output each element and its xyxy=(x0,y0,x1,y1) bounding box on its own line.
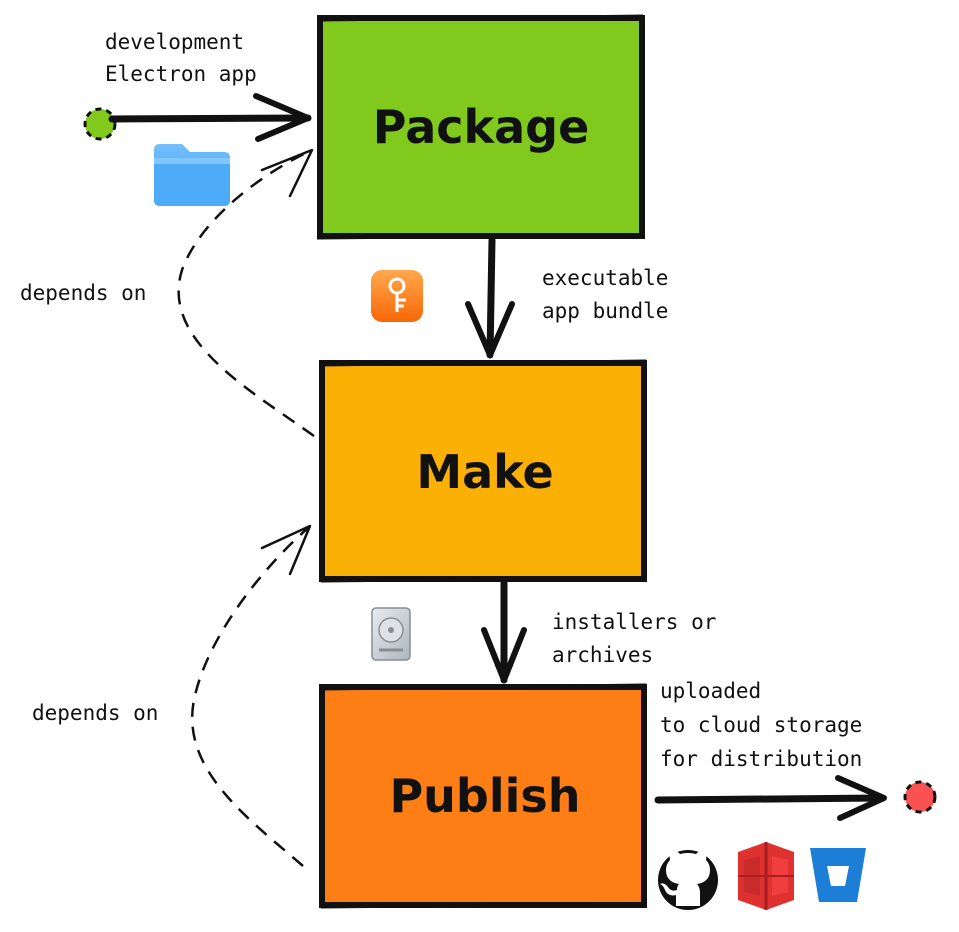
input-label-line2: Electron app xyxy=(105,62,257,86)
package-box[interactable]: Package xyxy=(316,14,645,240)
input-start-dot xyxy=(85,109,115,139)
package-label: Package xyxy=(373,100,590,154)
output-end-dot xyxy=(905,782,935,812)
input-arrow xyxy=(83,93,312,142)
publish-label: Publish xyxy=(389,769,580,823)
input-label-line1: development xyxy=(105,30,244,54)
dependency-make-package xyxy=(177,148,315,438)
depends-on-label-2: depends on xyxy=(32,701,158,725)
bundle-label-line1: executable xyxy=(542,266,668,290)
installers-label-line1: installers or xyxy=(552,610,716,634)
make-label: Make xyxy=(416,445,553,499)
output-label-line3: for distribution xyxy=(660,747,862,771)
aws-s3-icon xyxy=(738,842,794,910)
package-to-make-arrow xyxy=(465,236,515,359)
make-box[interactable]: Make xyxy=(319,359,647,583)
output-label-line1: uploaded xyxy=(660,679,761,703)
folder-icon xyxy=(154,144,230,206)
output-arrow xyxy=(654,775,937,821)
dependency-publish-make xyxy=(191,524,312,867)
depends-on-label-1: depends on xyxy=(20,281,146,305)
app-bundle-icon xyxy=(371,270,423,322)
publish-box[interactable]: Publish xyxy=(319,683,647,909)
make-to-publish-arrow xyxy=(481,579,527,684)
hard-drive-icon xyxy=(371,607,411,661)
bitbucket-icon xyxy=(810,848,866,902)
github-icon xyxy=(658,850,718,910)
output-label-line2: to cloud storage xyxy=(660,713,862,737)
bundle-label-line2: app bundle xyxy=(542,299,668,323)
installers-label-line2: archives xyxy=(552,643,653,667)
